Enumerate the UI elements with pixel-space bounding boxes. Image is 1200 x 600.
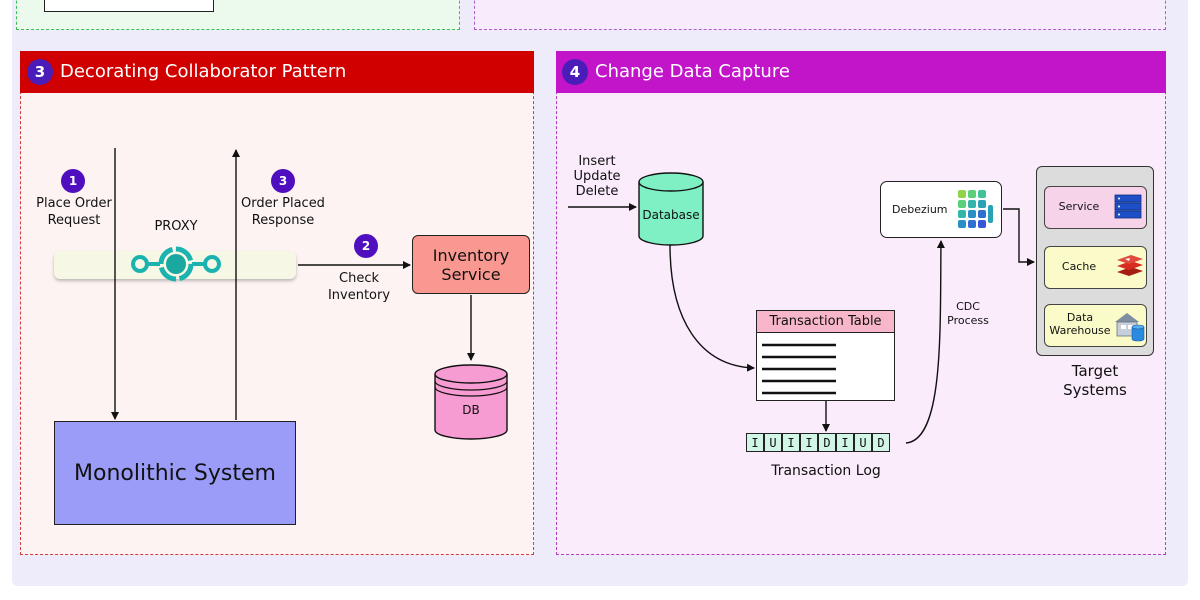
warehouse-icon xyxy=(1115,313,1145,342)
transaction-table-rows xyxy=(762,343,836,395)
db-operations-label: Insert Update Delete xyxy=(566,154,628,199)
arrow-debezium-targets xyxy=(1003,208,1035,266)
panel3-header xyxy=(20,51,534,93)
target-cache-card xyxy=(1044,246,1147,289)
target-warehouse-label: Data Warehouse xyxy=(1046,311,1114,337)
transaction-table-header: Transaction Table xyxy=(756,310,895,333)
proxy-label: PROXY xyxy=(154,219,198,234)
cdc-line2: Process xyxy=(947,314,989,327)
panel3-number-badge: 3 xyxy=(27,59,53,85)
cdc-line1: CDC xyxy=(956,300,980,313)
arrow-cdc-process xyxy=(905,240,945,444)
log-entry: I xyxy=(782,433,800,452)
step-2-label-line1: Check xyxy=(339,271,379,286)
step-1-label-line2: Request xyxy=(47,213,101,228)
step-3-label-line1: Order Placed xyxy=(241,196,325,211)
panel4-header xyxy=(556,51,1166,93)
op-update: Update xyxy=(573,169,621,184)
panel4-title: Change Data Capture xyxy=(595,61,790,82)
step-2-badge: 2 xyxy=(354,234,378,258)
op-delete: Delete xyxy=(575,184,619,199)
step-2-label-line2: Inventory xyxy=(327,288,391,303)
database-cylinder: Database xyxy=(638,172,704,246)
panel4-number-badge: 4 xyxy=(562,59,588,85)
previous-panel-purple xyxy=(474,0,1166,30)
previous-panel-box xyxy=(44,0,214,12)
db-label: DB xyxy=(462,403,479,417)
panel3-title: Decorating Collaborator Pattern xyxy=(60,61,347,82)
log-entry: I xyxy=(836,433,854,452)
log-entry: D xyxy=(818,433,836,452)
log-entry: I xyxy=(746,433,764,452)
arrow-database-table xyxy=(669,244,755,372)
step-1-label-line1: Place Order xyxy=(36,196,112,211)
log-entry: I xyxy=(800,433,818,452)
step-3-label: Order Placed Response xyxy=(223,195,343,229)
step-1-badge: 1 xyxy=(61,169,85,193)
debezium-logo-icon xyxy=(958,190,993,228)
cdc-process-label: CDC Process xyxy=(938,300,998,328)
target-warehouse-line2: Warehouse xyxy=(1049,324,1111,337)
step-3-badge: 3 xyxy=(271,169,295,193)
db-cylinder: DB xyxy=(434,364,508,440)
target-systems-line1: Target xyxy=(1071,362,1119,380)
monolithic-system-box: Monolithic System xyxy=(54,421,296,525)
transaction-log-label: Transaction Log xyxy=(771,463,881,479)
log-entry: U xyxy=(854,433,872,452)
log-entry: D xyxy=(872,433,890,452)
target-service-label: Service xyxy=(1058,200,1100,213)
redis-icon xyxy=(1117,255,1143,276)
target-warehouse-line1: Data xyxy=(1066,311,1094,324)
step-2-label: Check Inventory xyxy=(314,270,404,304)
step-3-label-line2: Response xyxy=(251,213,315,228)
debezium-label: Debezium xyxy=(892,203,948,216)
inventory-service-box: Inventory Service xyxy=(412,235,530,294)
database-label: Database xyxy=(642,208,699,222)
proxy-icon xyxy=(131,246,221,282)
step-1-label: Place Order Request xyxy=(14,195,134,229)
op-insert: Insert xyxy=(578,154,616,169)
server-icon xyxy=(1114,194,1142,219)
target-systems-line2: Systems xyxy=(1063,381,1127,399)
log-entry: U xyxy=(764,433,782,452)
target-systems-label: Target Systems xyxy=(1040,362,1150,400)
target-cache-label: Cache xyxy=(1061,260,1097,273)
target-warehouse-card xyxy=(1044,304,1147,347)
